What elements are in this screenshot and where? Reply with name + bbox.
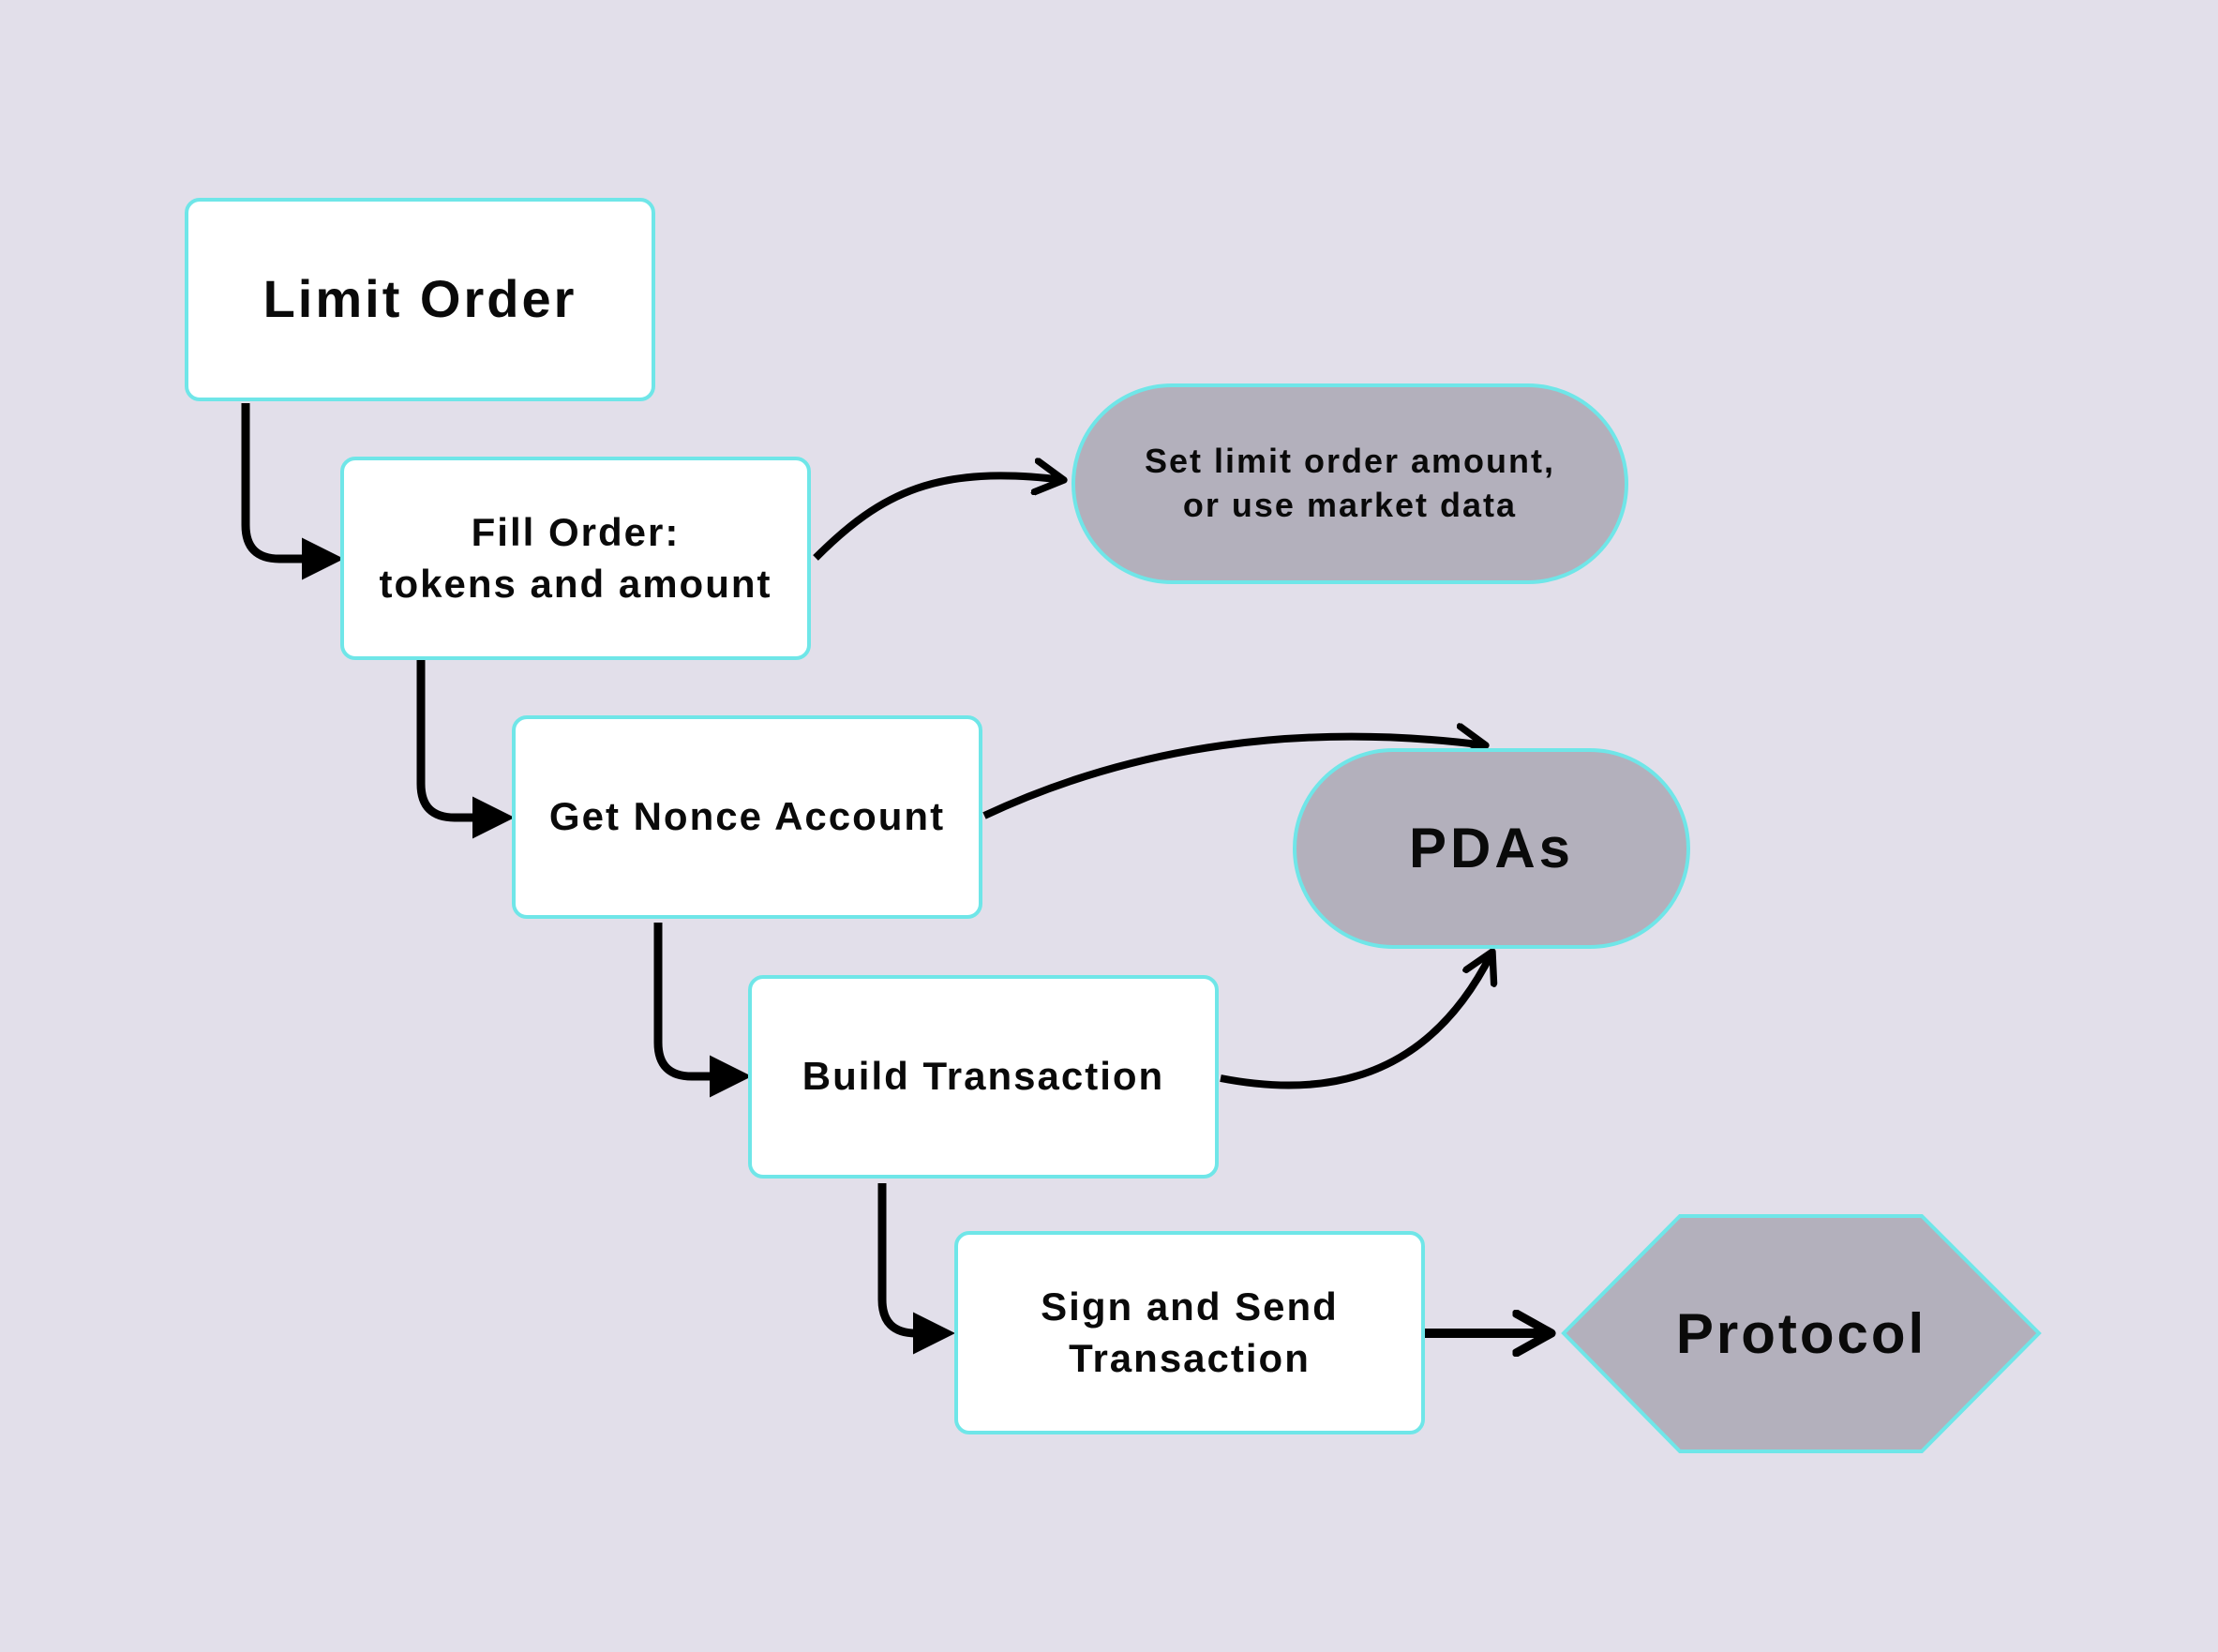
edge-build-transaction-to-sign-and-send — [877, 1183, 955, 1355]
step-fill-order[interactable]: Fill Order: tokens and amount — [340, 457, 811, 660]
edge-fill-order-to-set-limit-amount — [813, 475, 1064, 561]
node-set-limit-amount-label: Set limit order amount, or use market da… — [1144, 442, 1556, 524]
edge-get-nonce-to-build-transaction — [653, 923, 752, 1098]
protocol-hexagon-shape — [1561, 1214, 2042, 1453]
node-protocol[interactable]: Protocol — [1564, 1216, 2039, 1451]
step-limit-order[interactable]: Limit Order — [185, 198, 655, 401]
edge-build-transaction-to-pdas — [1220, 952, 1492, 1089]
step-build-transaction[interactable]: Build Transaction — [748, 975, 1219, 1179]
node-set-limit-amount[interactable]: Set limit order amount, or use market da… — [1072, 383, 1628, 584]
edge-fill-order-to-get-nonce — [416, 654, 515, 839]
step-fill-order-label: Fill Order: tokens and amount — [379, 509, 772, 606]
node-pdas-label: PDAs — [1408, 817, 1575, 879]
edge-get-nonce-to-pdas — [982, 737, 1486, 819]
edge-limit-order-to-fill-order — [241, 403, 344, 580]
step-sign-and-send[interactable]: Sign and Send Transaction — [954, 1231, 1425, 1434]
step-sign-and-send-label: Sign and Send Transaction — [1041, 1284, 1339, 1380]
step-get-nonce-account[interactable]: Get Nonce Account — [512, 715, 982, 919]
step-limit-order-label: Limit Order — [262, 269, 577, 329]
node-pdas[interactable]: PDAs — [1293, 748, 1690, 949]
step-build-transaction-label: Build Transaction — [802, 1054, 1165, 1099]
node-protocol-label: Protocol — [1675, 1302, 1927, 1365]
step-get-nonce-account-label: Get Nonce Account — [548, 794, 946, 839]
